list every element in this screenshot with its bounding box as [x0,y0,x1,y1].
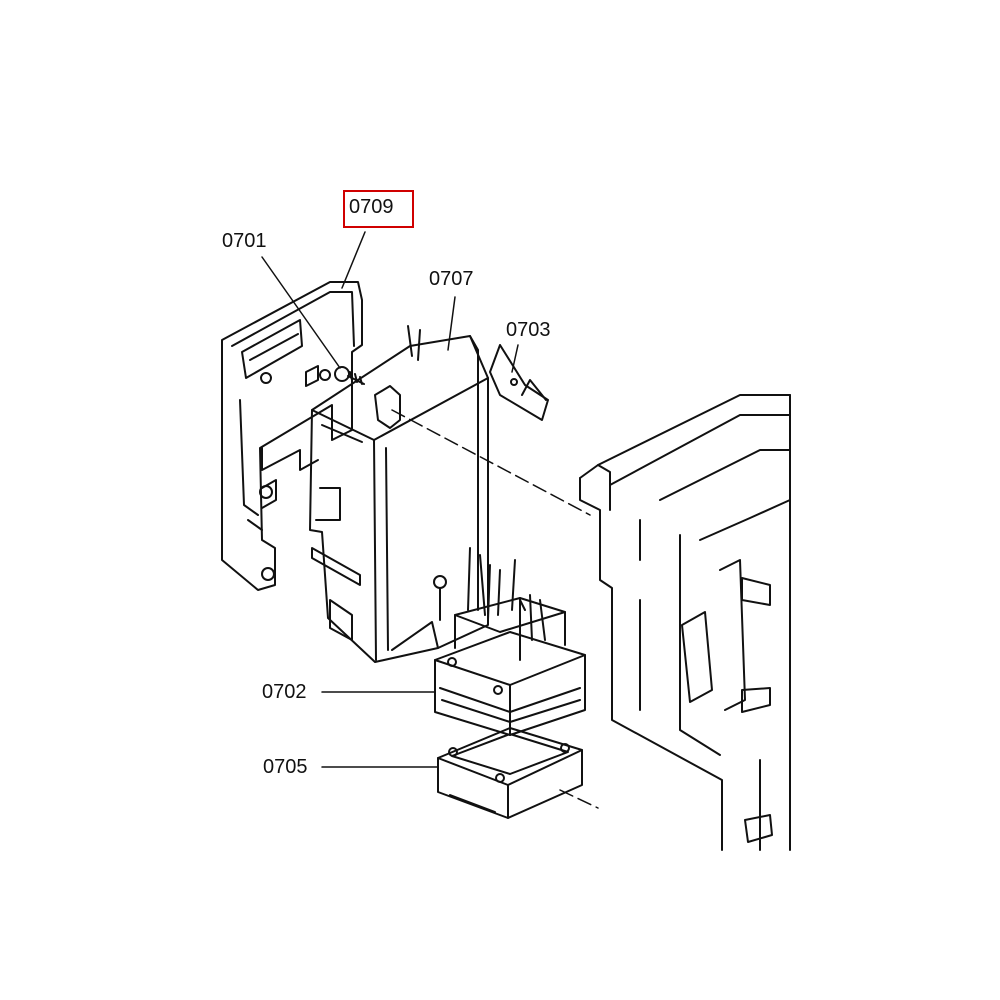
electronics-box-part [309,325,489,663]
assembly-line-base-to-frame [559,789,599,809]
part-label-0703: 0703 [506,319,551,341]
part-label-0702: 0702 [262,681,307,703]
leader-lines [261,231,599,809]
leader-0709 [341,231,366,289]
leader-0703 [511,344,519,373]
part-label-0707: 0707 [429,268,474,290]
assembly-line-box-to-frame [391,409,591,516]
highlight-box [343,190,414,228]
leader-0707 [447,296,456,351]
leader-0701 [261,256,341,369]
cover-housing-part [221,281,363,591]
transformer-part [433,547,586,736]
appliance-frame [579,394,791,851]
screw-part [334,366,365,385]
part-label-0701: 0701 [222,230,267,252]
part-label-0709: 0709 [349,196,394,218]
base-mount-part [437,727,583,819]
part-label-0705: 0705 [263,756,308,778]
bracket-part [489,344,549,421]
